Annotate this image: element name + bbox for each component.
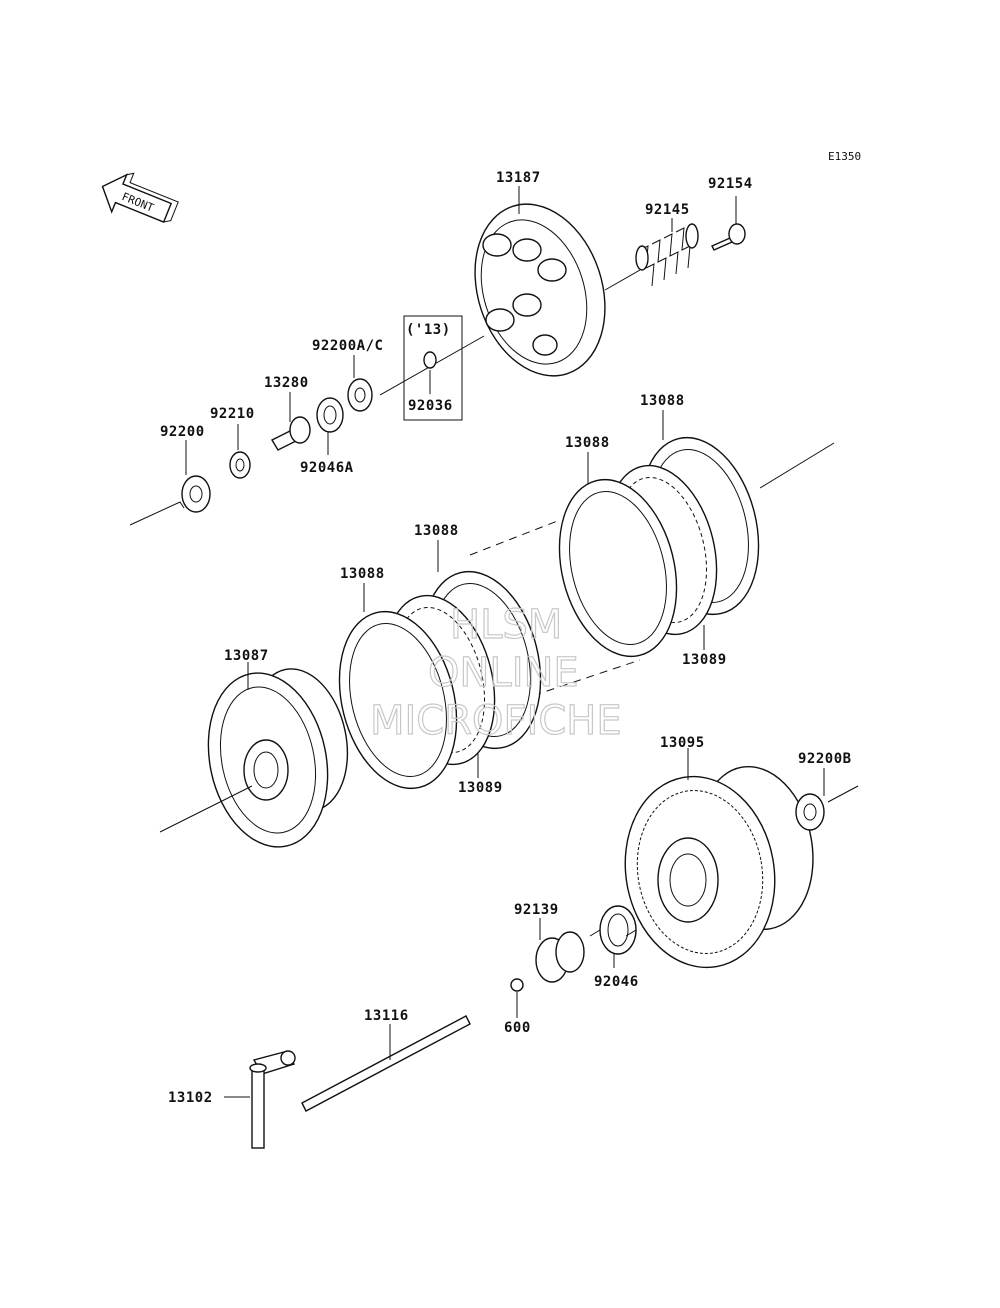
label-13088-c: 13088 <box>565 435 610 451</box>
label-92046a: 92046A <box>300 460 354 476</box>
needle-bearing-92046 <box>589 905 637 955</box>
label-92036: 92036 <box>408 398 453 414</box>
clutch-spring <box>635 223 699 287</box>
label-13088-d: 13088 <box>640 393 685 409</box>
bearing-92046a <box>316 397 344 433</box>
bolt <box>711 223 746 251</box>
label-13089-a: 13089 <box>458 780 503 796</box>
steel-ball-600 <box>510 978 524 992</box>
note-13: ('13) <box>406 322 451 338</box>
pressure-plate <box>474 203 606 377</box>
label-13088-b: 13088 <box>414 523 459 539</box>
label-92139: 92139 <box>514 902 559 918</box>
push-rod-13116 <box>301 1015 471 1112</box>
label-92145: 92145 <box>645 202 690 218</box>
watermark: HLSM ONLINE MICROFICHE <box>369 601 622 744</box>
sleeve-92139 <box>535 931 585 983</box>
label-13095: 13095 <box>660 735 705 751</box>
svg-text:HLSM: HLSM <box>450 602 562 648</box>
svg-text:ONLINE: ONLINE <box>428 650 579 696</box>
label-92200b: 92200B <box>798 751 852 767</box>
friction-plate-rear-2 <box>558 478 678 658</box>
release-lever-13102 <box>249 1050 296 1149</box>
label-13102: 13102 <box>168 1090 213 1106</box>
diagram-code: E1350 <box>828 150 861 163</box>
clutch-housing-13095 <box>624 765 814 969</box>
pusher-13280 <box>271 416 311 451</box>
label-13088-a: 13088 <box>340 566 385 582</box>
nut-92210 <box>229 451 251 479</box>
washer-92200 <box>181 475 211 513</box>
circlip <box>423 351 437 369</box>
label-13087: 13087 <box>224 648 269 664</box>
label-13089-b: 13089 <box>682 652 727 668</box>
label-13116: 13116 <box>364 1008 409 1024</box>
washer-92200b <box>795 793 825 831</box>
label-13187: 13187 <box>496 170 541 186</box>
label-92046: 92046 <box>594 974 639 990</box>
clutch-hub-13087 <box>207 668 349 848</box>
label-92154: 92154 <box>708 176 753 192</box>
svg-text:MICROFICHE: MICROFICHE <box>370 698 622 744</box>
label-92210: 92210 <box>210 406 255 422</box>
label-92200ac: 92200A/C <box>312 338 383 354</box>
label-92200: 92200 <box>160 424 205 440</box>
front-arrow-icon: FRONT <box>101 172 179 223</box>
year-13-box <box>403 315 463 421</box>
friction-plate-front-2 <box>338 610 458 790</box>
label-600: 600 <box>504 1020 531 1036</box>
label-13280: 13280 <box>264 375 309 391</box>
washer-92200ac <box>347 378 373 412</box>
